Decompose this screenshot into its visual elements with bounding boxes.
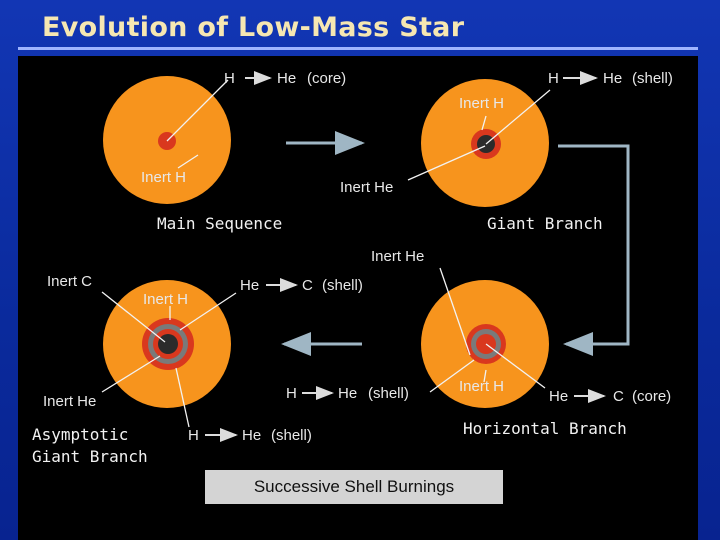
ms-fusion-region: (core) (307, 71, 346, 86)
agb-inert-c-label: Inert C (47, 274, 92, 289)
giant-inert-h-label: Inert H (459, 96, 504, 111)
hb-inert-h-label: Inert H (459, 379, 504, 394)
hb-core-product: C (613, 389, 624, 404)
giant-shell-product: He (603, 71, 622, 86)
caption-successive-shell-burnings: Successive Shell Burnings (205, 470, 503, 504)
hb-h-shell-region: (shell) (368, 386, 409, 401)
stage-agb-line1: Asymptotic (32, 425, 128, 445)
stage-horizontal-branch: Horizontal Branch (463, 419, 627, 439)
stage-main-sequence: Main Sequence (157, 214, 282, 234)
agb-h-shell-region: (shell) (271, 428, 312, 443)
agb-inert-h-label: Inert H (143, 292, 188, 307)
ms-fusion-source: H (224, 71, 235, 86)
agb-he-shell-product: C (302, 278, 313, 293)
agb-h-shell-product: He (242, 428, 261, 443)
agb-he-shell-source: He (240, 278, 259, 293)
stage-giant-branch: Giant Branch (487, 214, 603, 234)
stage-agb-line2: Giant Branch (32, 447, 148, 467)
hb-h-shell-source: H (286, 386, 297, 401)
agb-he-shell-region: (shell) (322, 278, 363, 293)
hb-h-shell-product: He (338, 386, 357, 401)
hb-core-region: (core) (632, 389, 671, 404)
agb-core (158, 334, 178, 354)
agb-h-shell-source: H (188, 428, 199, 443)
giant-shell-source: H (548, 71, 559, 86)
arrow-giant-to-horizontal (558, 146, 628, 344)
ms-inert-h-label: Inert H (141, 170, 186, 185)
hb-core-source: He (549, 389, 568, 404)
giant-shell-region: (shell) (632, 71, 673, 86)
ms-fusion-product: He (277, 71, 296, 86)
agb-inert-he-label: Inert He (43, 394, 96, 409)
giant-inert-he-label: Inert He (340, 180, 393, 195)
hb-inert-he-label: Inert He (371, 249, 424, 264)
